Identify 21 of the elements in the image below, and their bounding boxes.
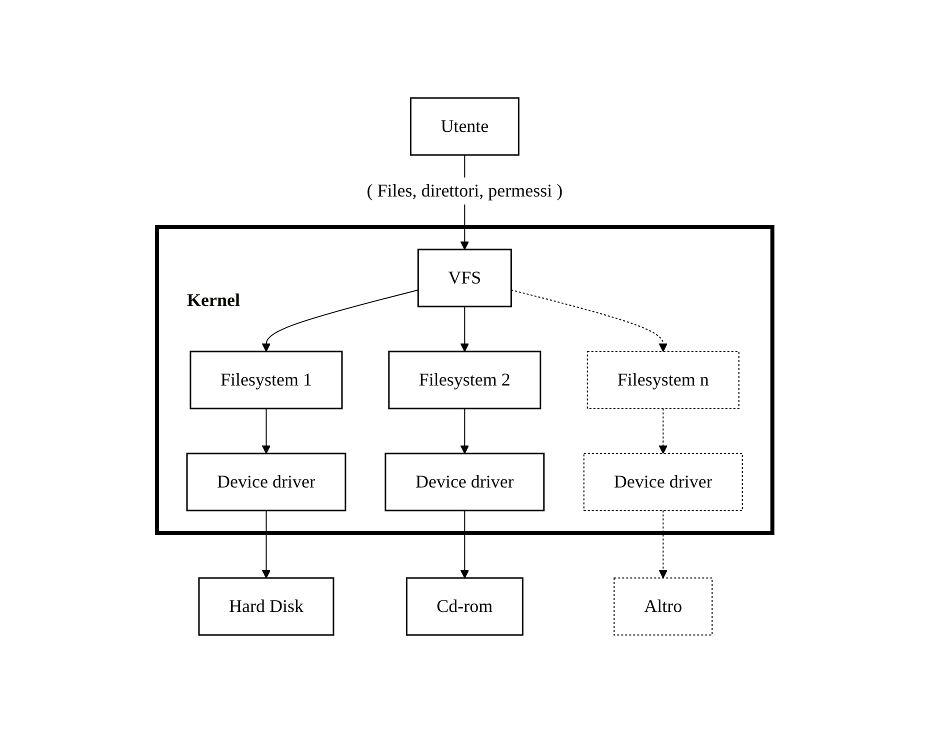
node-box: Filesystem 2 — [388, 350, 541, 409]
node-box: Device driver — [583, 452, 743, 510]
arrow — [460, 306, 469, 352]
node-box: Filesystem 1 — [190, 350, 343, 409]
arrow — [460, 408, 469, 454]
edge-label: ( Files, direttori, permessi ) — [366, 180, 562, 200]
node-box: Device driver — [384, 452, 544, 511]
arrow — [658, 510, 668, 578]
node-box: Hard Disk — [198, 576, 334, 636]
arrow — [262, 510, 270, 578]
arrow — [658, 408, 668, 454]
node-box: Altro — [613, 577, 712, 635]
arrow — [510, 288, 668, 352]
node-box: Utente — [410, 96, 520, 156]
node-box: VFS — [417, 248, 512, 307]
arrow — [262, 408, 270, 454]
node-box: Filesystem n — [586, 350, 740, 408]
node-box: Cd-rom — [406, 576, 524, 636]
node-box: Device driver — [186, 452, 346, 511]
arrow — [262, 288, 418, 352]
arrow — [460, 510, 469, 578]
